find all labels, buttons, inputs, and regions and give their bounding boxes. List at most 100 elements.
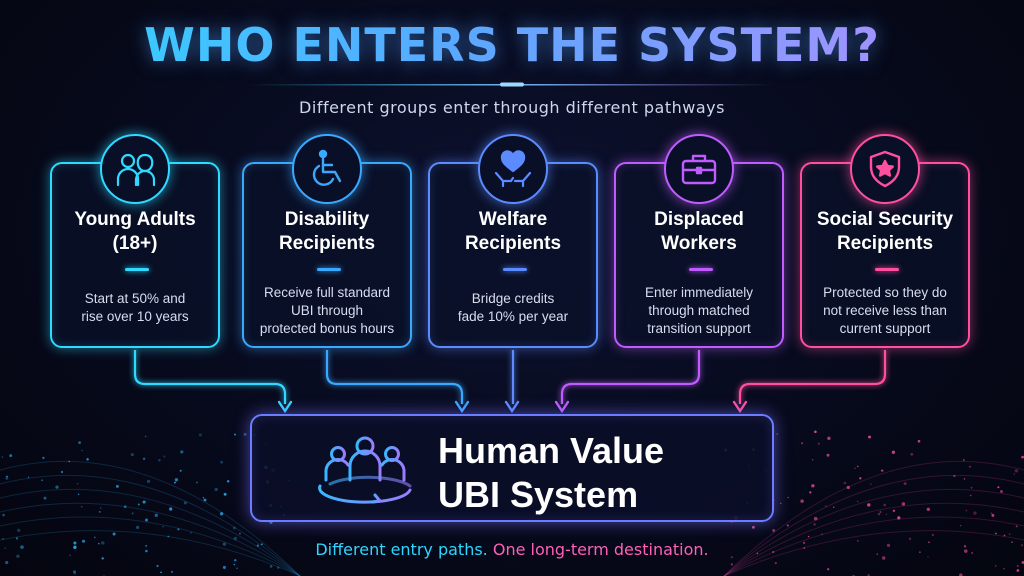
bg-particle — [80, 505, 83, 508]
bg-particle — [773, 499, 776, 501]
bg-particle — [99, 511, 101, 513]
bg-particle — [256, 544, 260, 547]
bg-particle — [994, 565, 997, 567]
bg-particle — [202, 497, 205, 499]
bg-particle — [1, 456, 4, 458]
bg-particle — [786, 524, 789, 527]
bg-particle — [5, 477, 9, 480]
bg-particle — [959, 573, 963, 576]
destination-box: Human Value UBI System — [250, 414, 774, 522]
bg-particle — [130, 453, 134, 457]
bg-particle — [27, 476, 30, 478]
bg-particle — [123, 505, 127, 509]
bg-particle — [857, 540, 859, 542]
bg-particle — [1021, 560, 1024, 565]
bg-particle — [881, 469, 884, 472]
group-title-line1: Displaced — [654, 209, 744, 230]
bg-wave — [0, 502, 301, 576]
bg-particle — [876, 553, 878, 555]
bg-particle — [883, 503, 887, 507]
bg-particle — [801, 442, 804, 445]
bg-particle — [867, 503, 871, 507]
group-title-line1: Young Adults — [74, 209, 196, 230]
group-desc-line2: through matched — [648, 303, 750, 318]
title-divider — [250, 82, 774, 87]
bg-particle — [825, 505, 827, 508]
flow-arrow-head — [277, 400, 293, 414]
bg-particle — [226, 480, 230, 483]
bg-particle — [15, 537, 19, 540]
group-accent-bar — [689, 268, 713, 271]
shield-star-icon — [850, 134, 920, 204]
bg-particle — [846, 485, 850, 490]
bg-particle — [854, 467, 856, 470]
bg-particle — [72, 570, 77, 574]
bg-particle — [233, 563, 235, 566]
group-desc-line1: Bridge credits — [471, 291, 555, 306]
briefcase-icon — [664, 134, 734, 204]
bg-particle — [234, 559, 237, 562]
bg-wave — [0, 460, 301, 576]
bg-particle — [261, 543, 263, 546]
bg-particle — [964, 549, 968, 553]
footer-part1: Different entry paths. — [315, 540, 488, 559]
bg-particle — [222, 565, 226, 569]
bg-particle — [926, 507, 930, 511]
bg-particle — [167, 535, 170, 538]
bg-wave — [0, 516, 301, 576]
footer-tagline: Different entry paths. One long-term des… — [0, 540, 1024, 559]
bg-particle — [68, 460, 70, 463]
bg-particle — [803, 547, 806, 549]
bg-wave — [723, 502, 1024, 576]
flow-arrow-line — [325, 350, 464, 404]
bg-particle — [901, 502, 906, 506]
bg-particle — [881, 556, 886, 560]
group-desc-line1: Enter immediately — [644, 285, 754, 300]
bg-particle — [73, 545, 77, 549]
group-title-line2: (18+) — [112, 233, 158, 254]
group-desc-line2: fade 10% per year — [457, 309, 569, 324]
bg-particle — [1021, 455, 1024, 459]
group-accent-bar — [125, 268, 149, 271]
bg-particle — [814, 430, 817, 434]
bg-particle — [811, 459, 814, 461]
bg-particle — [965, 509, 968, 512]
flow-arrow-head — [732, 400, 748, 414]
bg-particle — [115, 484, 119, 488]
bg-particle — [93, 536, 96, 539]
bg-wave — [0, 530, 301, 576]
bg-particle — [826, 453, 830, 457]
bg-particle — [236, 567, 238, 569]
bg-particle — [145, 518, 148, 522]
bg-wave — [723, 460, 1024, 576]
bg-particle — [17, 528, 21, 533]
destination-title-line2: UBI System — [438, 474, 639, 515]
bg-particle — [886, 543, 891, 548]
bg-particle — [868, 435, 871, 439]
bg-particle — [877, 512, 881, 516]
bg-particle — [156, 564, 159, 568]
bg-particle — [903, 482, 907, 486]
bg-particle — [879, 511, 882, 513]
bg-particle — [787, 496, 789, 499]
bg-particle — [222, 542, 227, 546]
flow-arrow-head — [554, 400, 570, 414]
destination-title-line1: Human Value — [438, 430, 665, 471]
bg-particle — [730, 563, 734, 566]
bg-particle — [169, 507, 173, 511]
bg-particle — [821, 533, 824, 536]
group-desc-line3: current support — [839, 321, 931, 336]
bg-particle — [41, 479, 43, 481]
page-subtitle: Different groups enter through different… — [299, 98, 725, 117]
group-title-line1: Disability — [284, 209, 370, 230]
bg-particle — [991, 513, 995, 517]
flow-arrow-line — [560, 350, 701, 404]
bg-particle — [269, 565, 273, 568]
community-cycle-icon — [318, 436, 412, 504]
bg-particle — [9, 454, 13, 457]
bg-particle — [776, 433, 778, 435]
bg-particle — [774, 561, 777, 565]
bg-particle — [77, 493, 80, 495]
